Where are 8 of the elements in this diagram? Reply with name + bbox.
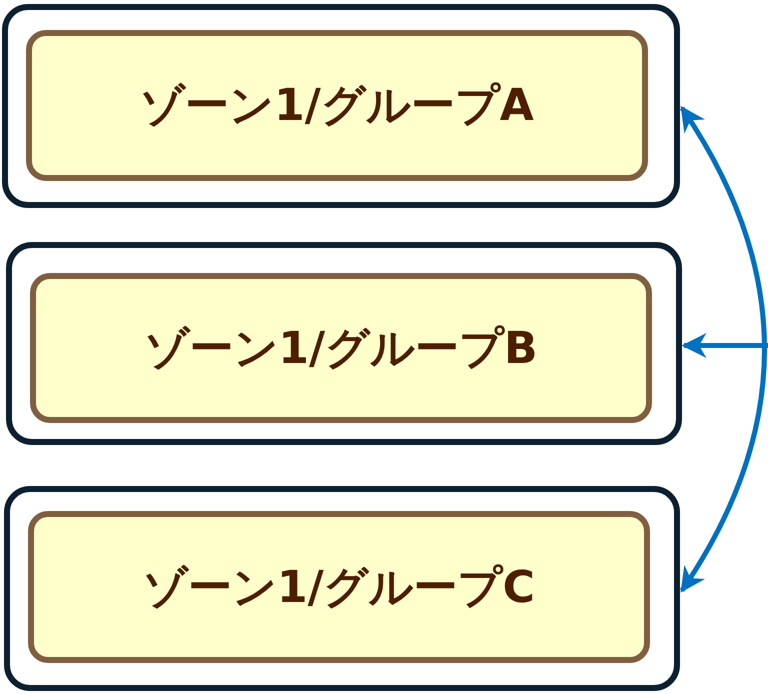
- label-box: ゾーン1/グループA: [26, 30, 648, 181]
- group-panel: [4, 486, 680, 691]
- label-box: ゾーン1/グループC: [28, 511, 650, 663]
- group-panel: [2, 4, 680, 208]
- arrow: [680, 106, 767, 593]
- arrow: [682, 333, 768, 358]
- group-panel: [6, 242, 682, 445]
- label-box: ゾーン1/グループB: [30, 273, 652, 423]
